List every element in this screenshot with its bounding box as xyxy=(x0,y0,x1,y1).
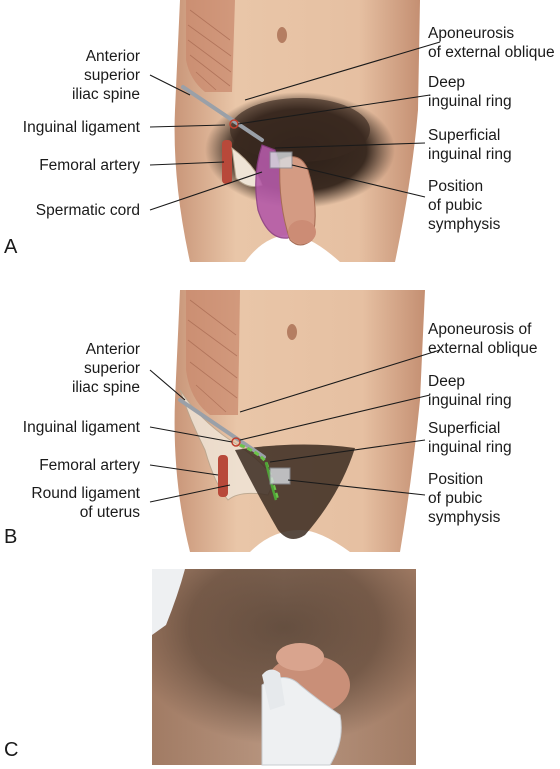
glove-left xyxy=(152,569,185,635)
label-anterior-superior-iliac-spine-b: Anterior superior iliac spine xyxy=(71,341,140,396)
label-superficial-inguinal-ring-b: Superficial inguinal ring xyxy=(428,420,512,456)
label-spermatic-cord: Spermatic cord xyxy=(35,202,140,219)
panel-letter-c: C xyxy=(4,739,19,761)
label-round-ligament-of-uterus: Round ligament of uterus xyxy=(31,485,140,521)
label-deep-inguinal-ring: Deep inguinal ring xyxy=(428,74,512,110)
pubic-hair-b xyxy=(235,444,355,539)
pubic-symphysis-b xyxy=(269,467,291,485)
round-ligament-b xyxy=(239,443,280,501)
label-inguinal-ligament: Inguinal ligament xyxy=(22,119,140,136)
label-position-pubic-symphysis: Position of pubic symphysis xyxy=(428,178,501,233)
label-position-pubic-symphysis-b: Position of pubic symphysis xyxy=(428,471,501,526)
external-oblique-muscle-b xyxy=(186,290,240,415)
label-aponeurosis-external-oblique: Aponeurosis of external oblique xyxy=(428,25,555,61)
label-superficial-inguinal-ring: Superficial inguinal ring xyxy=(428,127,512,163)
panel-a-illustration xyxy=(149,0,441,262)
external-oblique-muscle-a xyxy=(186,0,235,92)
panel-b: Anterior superior iliac spine Inguinal l… xyxy=(0,290,560,560)
panel-letter-b: B xyxy=(4,526,18,548)
label-anterior-superior-iliac-spine: Anterior superior iliac spine xyxy=(71,48,140,103)
label-inguinal-ligament-b: Inguinal ligament xyxy=(22,419,140,436)
label-femoral-artery-b: Femoral artery xyxy=(39,457,140,474)
label-aponeurosis-external-oblique-b: Aponeurosis of external oblique xyxy=(428,321,538,357)
label-deep-inguinal-ring-b: Deep inguinal ring xyxy=(428,373,512,409)
panel-c-photo xyxy=(152,569,416,766)
label-femoral-artery: Femoral artery xyxy=(39,157,140,174)
panel-c: C xyxy=(0,565,560,769)
femoral-artery-b xyxy=(218,455,228,497)
inguinal-ligament-probe-a xyxy=(181,85,264,142)
inguinal-ligament-probe-b xyxy=(178,398,266,459)
pubic-symphysis-a xyxy=(269,151,293,169)
panel-letter-a: A xyxy=(4,236,18,258)
panel-b-illustration xyxy=(149,290,441,552)
femoral-artery-a xyxy=(222,140,232,184)
panel-a: Anterior superior iliac spine Inguinal l… xyxy=(0,0,560,265)
